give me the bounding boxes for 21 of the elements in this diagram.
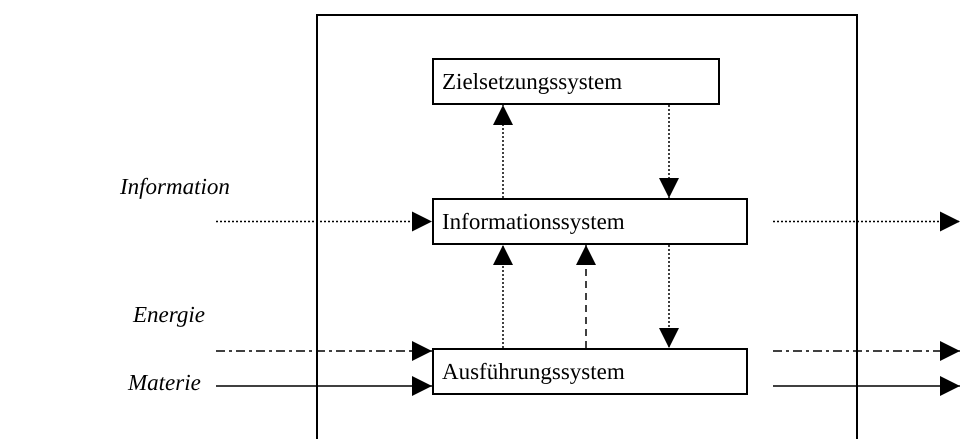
system-box — [432, 348, 748, 395]
box-label: Ausführungssystem — [442, 358, 625, 384]
arrow — [216, 376, 432, 396]
arrow — [216, 212, 432, 232]
arrow — [659, 245, 679, 348]
flow-label: Materie — [128, 370, 201, 396]
arrow — [493, 105, 513, 198]
box-label: Informationssystem — [442, 208, 625, 234]
system-box — [432, 58, 720, 105]
flow-label: Information — [120, 174, 230, 200]
arrow — [216, 341, 432, 361]
arrow — [659, 105, 679, 198]
arrow — [493, 245, 513, 348]
arrow — [773, 376, 960, 396]
flow-label: Energie — [133, 302, 205, 328]
arrow — [773, 212, 960, 232]
arrow — [576, 245, 596, 348]
arrow — [773, 341, 960, 361]
boundary-box — [316, 14, 858, 439]
system-box — [432, 198, 748, 245]
box-label: Zielsetzungssystem — [442, 68, 622, 94]
